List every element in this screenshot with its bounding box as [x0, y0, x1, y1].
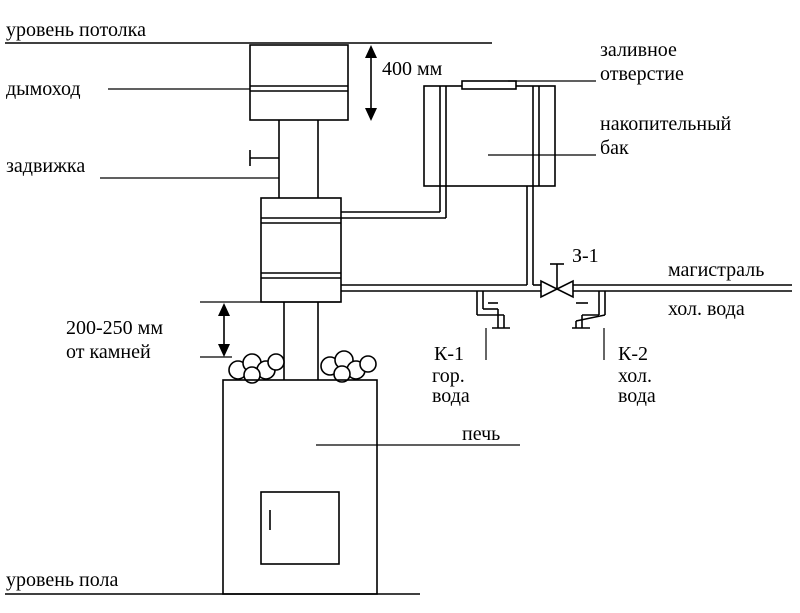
- chimney-upper-section: [249, 44, 349, 121]
- storage-tank-label-2: бак: [600, 137, 629, 159]
- chimney-label: дымоход: [6, 78, 81, 100]
- stove-label: печь: [462, 423, 500, 445]
- ceiling-level-label: уровень потолка: [6, 19, 146, 41]
- exchanger-reference-line: [200, 301, 340, 358]
- storage-tank: [423, 85, 556, 187]
- filler-hole: [461, 80, 596, 90]
- heat-exchanger-section: [260, 197, 342, 303]
- filler-hole-label-2: отверстие: [600, 63, 684, 85]
- damper-handle: [249, 150, 279, 166]
- tap-k2-label: К-2: [618, 343, 648, 365]
- cold-water-label: хол. вода: [668, 298, 745, 320]
- sauna-stones-right: [320, 350, 377, 383]
- sauna-stones-left: [228, 353, 285, 384]
- main-pipe: [341, 284, 792, 292]
- tap-k1: [476, 291, 510, 360]
- storage-tank-label-1: накопительный: [600, 113, 732, 135]
- mains-label: магистраль: [668, 259, 764, 281]
- dimension-200-label-2: от камней: [66, 341, 151, 363]
- tap-k1-hot-label-1: гор.: [432, 365, 465, 387]
- stove-door: [260, 491, 340, 565]
- tap-k1-label: К-1: [434, 343, 464, 365]
- damper-label: задвижка: [6, 155, 85, 177]
- dimension-400-label: 400 мм: [382, 58, 443, 80]
- valve-z1-label: З-1: [572, 245, 599, 267]
- floor-level-label: уровень пола: [6, 569, 118, 591]
- valve-z1: [540, 263, 574, 299]
- stove-body: [222, 379, 378, 595]
- dimension-200-label-1: 200-250 мм: [66, 317, 163, 339]
- tap-k2-cold-label-1: хол.: [618, 365, 652, 387]
- filler-hole-label-1: заливное: [600, 39, 677, 61]
- tap-k1-hot-label-2: вода: [432, 385, 470, 407]
- hot-pipe-to-tank: [341, 186, 447, 219]
- dimension-200-arrow: [218, 303, 230, 357]
- tank-return-pipe: [526, 186, 534, 285]
- chimney-pipe-lower: [283, 302, 319, 380]
- tap-k2-cold-label-2: вода: [618, 385, 656, 407]
- tap-k2: [572, 291, 606, 360]
- chimney-pipe-upper: [278, 120, 319, 198]
- dimension-400-arrow: [365, 45, 377, 121]
